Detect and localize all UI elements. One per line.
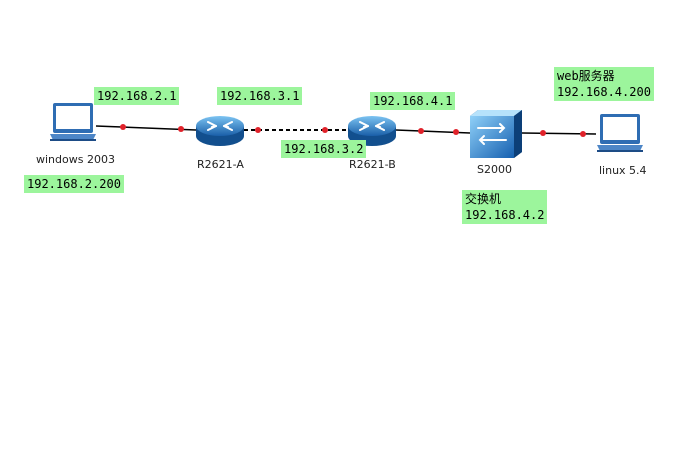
endpoint-dot bbox=[540, 130, 546, 136]
ip-label-web-server: web服务器 192.168.4.200 bbox=[554, 67, 654, 101]
endpoint-dot bbox=[178, 126, 184, 132]
endpoint-dot bbox=[453, 129, 459, 135]
endpoint-dot bbox=[322, 127, 328, 133]
web-server-ip: 192.168.4.200 bbox=[557, 85, 651, 99]
ip-label-ra-wan: 192.168.3.1 bbox=[217, 87, 303, 105]
link-endpoints bbox=[120, 124, 586, 137]
endpoint-dot bbox=[255, 127, 261, 133]
device-label-windows: windows 2003 bbox=[36, 153, 115, 166]
device-label-linux: linux 5.4 bbox=[599, 164, 647, 177]
ip-label-switch: 交换机 192.168.4.2 bbox=[462, 190, 548, 224]
device-label-switch: S2000 bbox=[477, 163, 512, 176]
switch-title: 交换机 bbox=[465, 192, 502, 206]
ip-label-win-gateway: 192.168.2.1 bbox=[94, 87, 180, 105]
switch-ip: 192.168.4.2 bbox=[465, 208, 545, 222]
endpoint-dot bbox=[580, 131, 586, 137]
endpoint-dot bbox=[120, 124, 126, 130]
endpoint-dot bbox=[418, 128, 424, 134]
laptop-icon[interactable] bbox=[50, 103, 96, 141]
laptop-icon[interactable] bbox=[597, 114, 643, 152]
device-label-router-a: R2621-A bbox=[197, 158, 244, 171]
ip-label-win-host: 192.168.2.200 bbox=[24, 175, 124, 193]
router-icon[interactable] bbox=[196, 116, 244, 146]
web-server-title: web服务器 bbox=[557, 69, 615, 83]
ip-label-rb-wan: 192.168.3.2 bbox=[281, 140, 367, 158]
ip-label-rb-lan: 192.168.4.1 bbox=[370, 92, 456, 110]
switch-icon[interactable] bbox=[470, 110, 522, 158]
device-label-router-b: R2621-B bbox=[349, 158, 396, 171]
